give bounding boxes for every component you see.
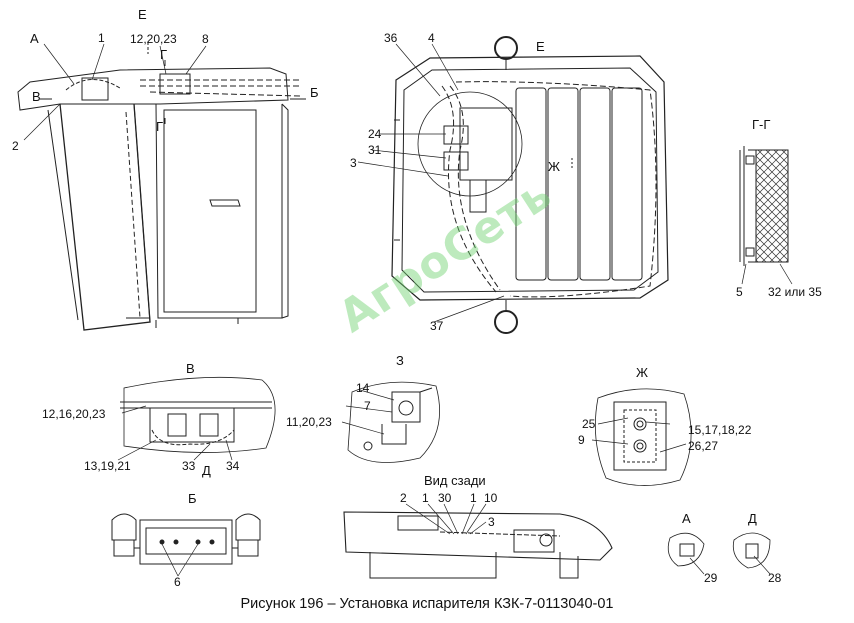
view-label-a: А xyxy=(30,31,39,46)
callout-26-27: 26,27 xyxy=(688,439,719,453)
callout-28: 28 xyxy=(768,571,782,585)
callout-9: 9 xyxy=(578,433,585,447)
cabin-side-view xyxy=(17,42,306,331)
callout-3-top: 3 xyxy=(350,156,357,170)
view-label-zh: Ж xyxy=(636,365,649,380)
callout-31: 31 xyxy=(368,143,382,157)
rear-callout-3: 3 xyxy=(488,515,495,529)
callout-14: 14 xyxy=(356,381,370,395)
leader-lines xyxy=(23,43,793,577)
view-label-e-right: Е xyxy=(536,39,545,54)
view-v xyxy=(120,376,276,453)
mark-g-upper: Г xyxy=(160,47,168,62)
callout-6: 6 xyxy=(174,575,181,589)
callout-25: 25 xyxy=(582,417,596,431)
callout-34: 34 xyxy=(226,459,240,473)
detail-label-d: Д xyxy=(748,511,757,526)
callout-36: 36 xyxy=(384,31,398,45)
roof-top-view xyxy=(391,36,669,334)
callout-12-20-23: 12,20,23 xyxy=(130,32,177,46)
detail-label-a: А xyxy=(682,511,691,526)
callout-11-20-23: 11,20,23 xyxy=(286,415,332,429)
view-zh xyxy=(594,388,692,486)
rear-callout-10: 10 xyxy=(484,491,498,505)
section-label-g-g: Г-Г xyxy=(752,117,771,132)
callout-8: 8 xyxy=(202,32,209,46)
callout-12-16-20-23: 12,16,20,23 xyxy=(42,407,106,421)
callout-5: 5 xyxy=(736,285,743,299)
callout-29: 29 xyxy=(704,571,718,585)
section-g-g xyxy=(739,146,789,266)
mark-zh: Ж xyxy=(548,159,561,174)
callout-7: 7 xyxy=(364,399,371,413)
callout-33: 33 xyxy=(182,459,196,473)
view-label-rear: Вид сзади xyxy=(424,473,486,488)
view-label-e-top: Е xyxy=(138,7,147,22)
detail-d xyxy=(732,532,771,569)
mark-g-lower: Г xyxy=(156,119,164,134)
rear-callout-1b: 1 xyxy=(470,491,477,505)
callout-24: 24 xyxy=(368,127,382,141)
rear-callout-2: 2 xyxy=(400,491,407,505)
callout-13-19-21: 13,19,21 xyxy=(84,459,131,473)
view-label-b: Б xyxy=(188,491,197,506)
rear-callout-30: 30 xyxy=(438,491,452,505)
callout-2-left: 2 xyxy=(12,139,19,153)
callout-15-17-18-22: 15,17,18,22 xyxy=(688,423,752,437)
figure-caption: Рисунок 196 – Установка испарителя КЗК-7… xyxy=(240,596,614,612)
callout-1: 1 xyxy=(98,31,105,45)
mark-d: Д xyxy=(202,463,211,478)
detail-a xyxy=(667,532,705,567)
rear-callout-1a: 1 xyxy=(422,491,429,505)
mark-b: Б xyxy=(310,85,319,100)
rear-view xyxy=(343,511,613,579)
mark-v: В xyxy=(32,89,41,104)
view-z xyxy=(347,381,440,463)
callout-32-or-35: 32 или 35 xyxy=(768,285,822,299)
view-b xyxy=(111,513,261,565)
view-label-v: В xyxy=(186,361,195,376)
callout-37: 37 xyxy=(430,319,444,333)
callout-4: 4 xyxy=(428,31,435,45)
view-label-z: З xyxy=(396,353,404,368)
